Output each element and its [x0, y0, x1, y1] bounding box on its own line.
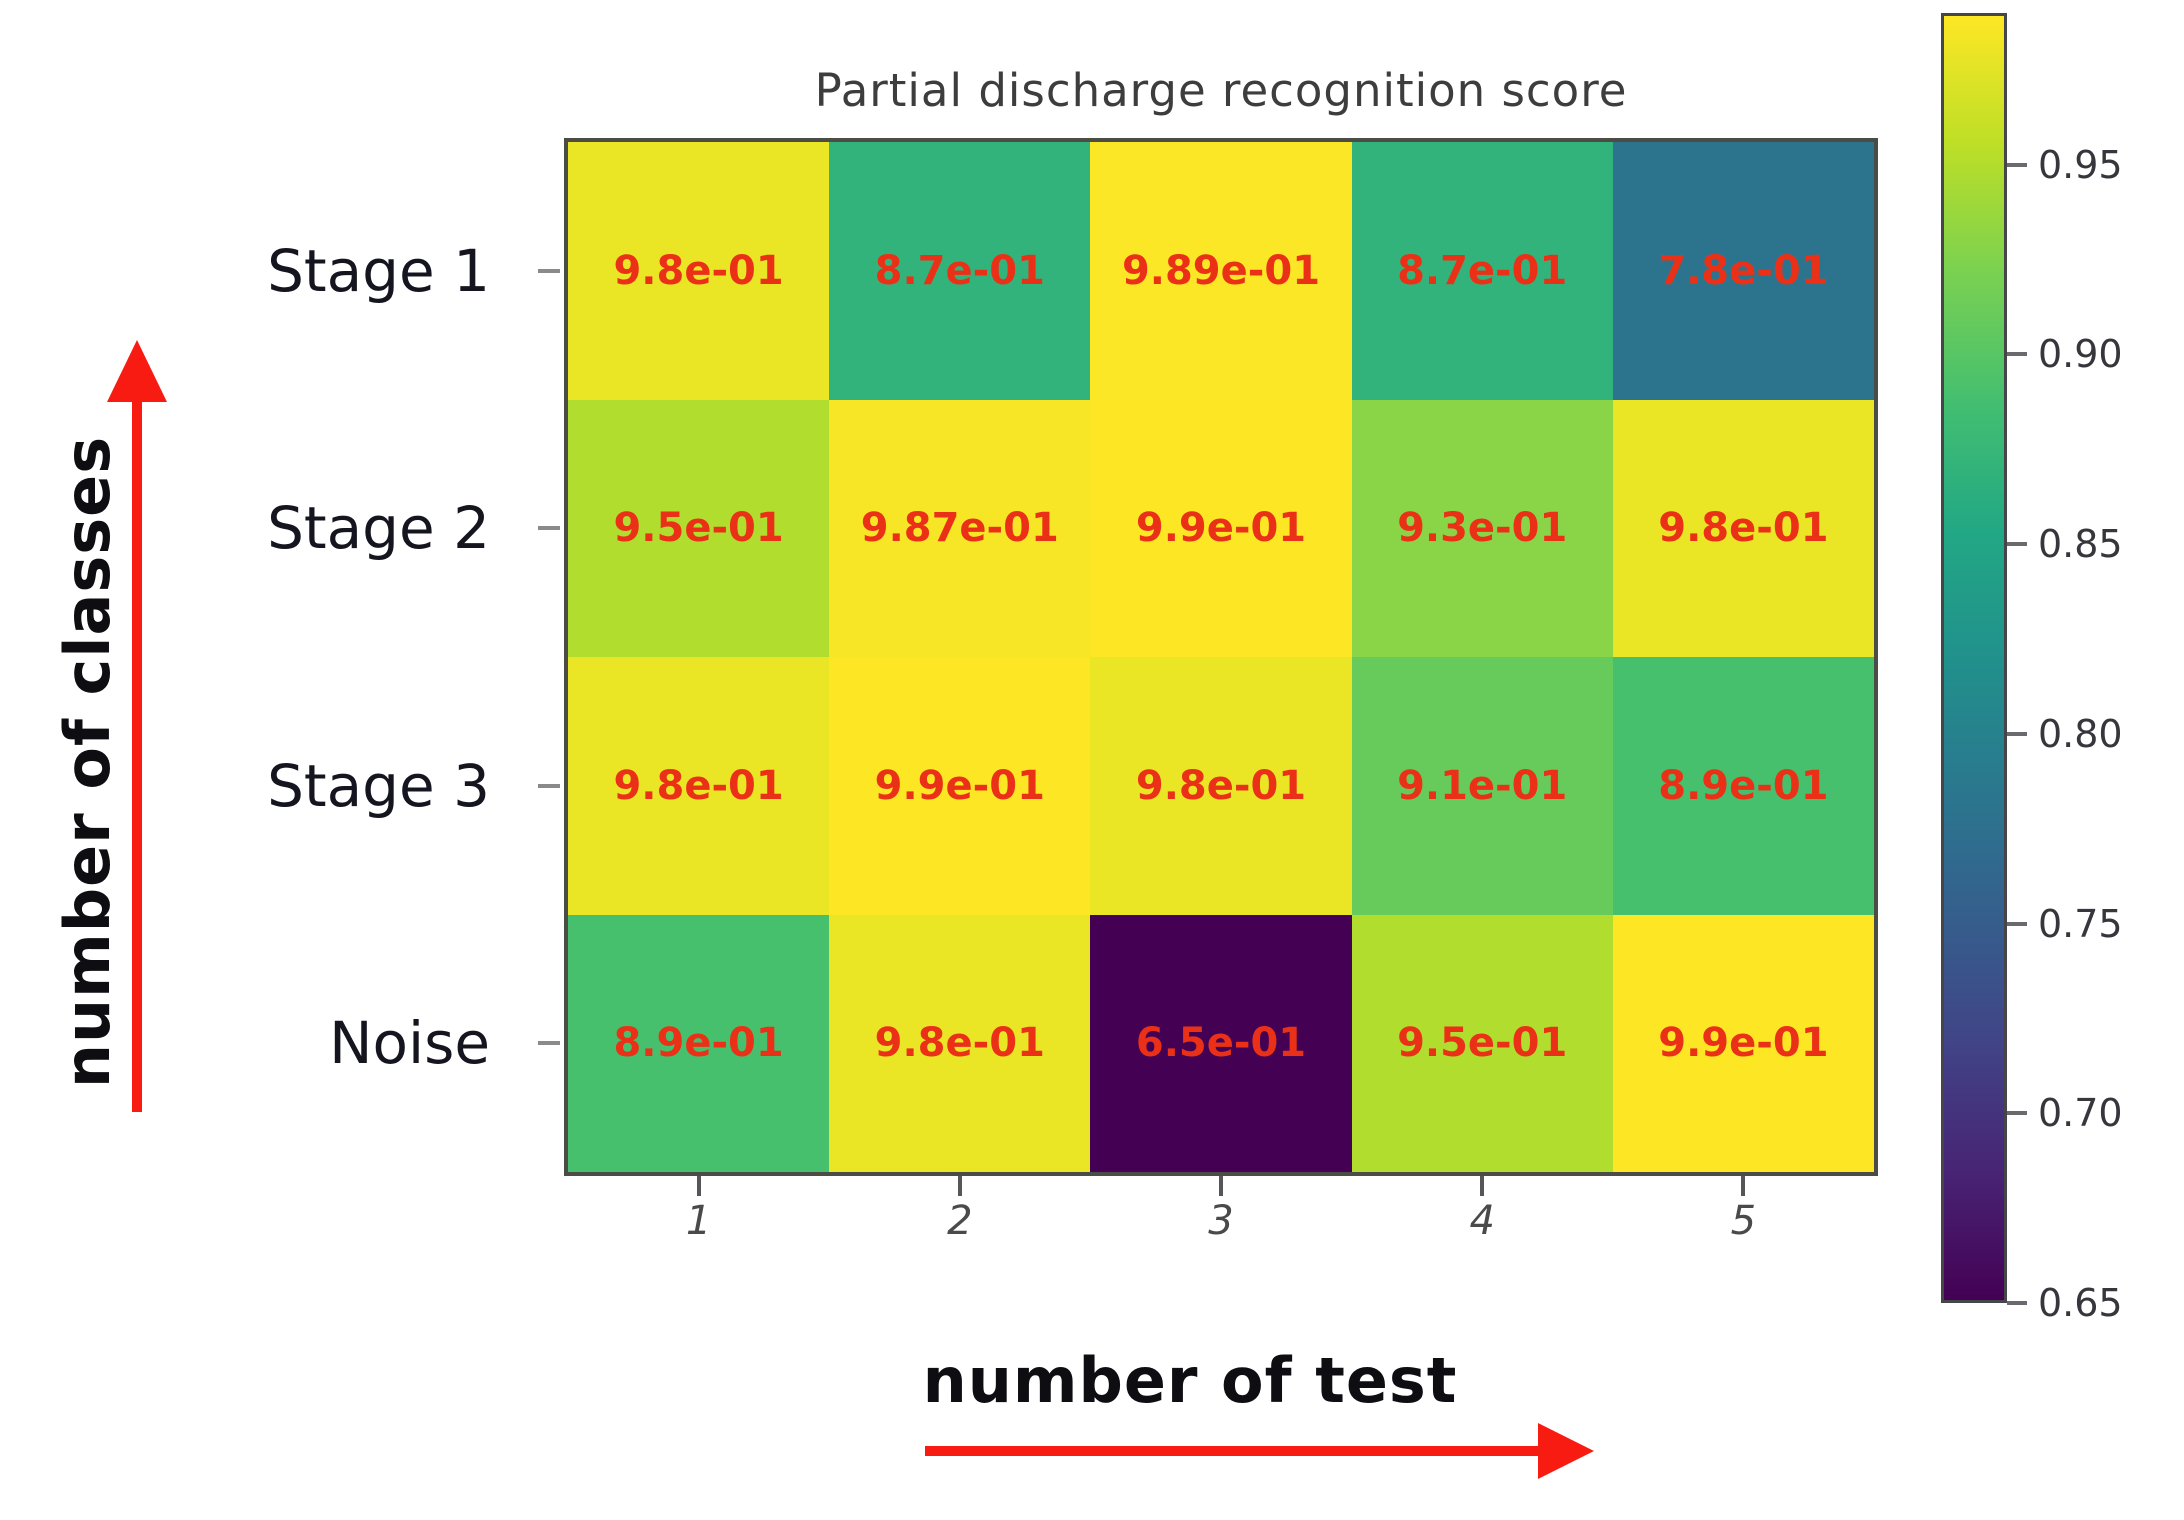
colorbar-tick-label: 0.80 [2038, 711, 2123, 756]
colorbar-tick-mark [2007, 1111, 2027, 1116]
heatmap-cell: 9.8e-01 [829, 914, 1091, 1172]
x-tick-label: 5 [1730, 1198, 1757, 1244]
y-tick-mark [538, 783, 560, 788]
heatmap-cell: 9.9e-01 [829, 657, 1091, 915]
cell-value: 9.5e-01 [1397, 1020, 1568, 1067]
y-tick-label: Stage 1 [267, 236, 490, 305]
heatmap-cell: 8.7e-01 [1351, 142, 1613, 400]
cell-value: 9.9e-01 [874, 762, 1045, 809]
colorbar-tick-label: 0.90 [2038, 332, 2123, 377]
y-tick-mark [538, 268, 560, 273]
heatmap-cell: 9.89e-01 [1090, 142, 1352, 400]
heatmap-cell: 9.8e-01 [1090, 657, 1352, 915]
heatmap-cell: 8.9e-01 [1612, 657, 1874, 915]
heatmap-cell: 9.8e-01 [568, 657, 830, 915]
colorbar-tick-label: 0.65 [2038, 1281, 2123, 1325]
right-arrow-line [925, 1446, 1540, 1456]
heatmap-cell: 9.5e-01 [1351, 914, 1613, 1172]
colorbar-tick-label: 0.70 [2038, 1091, 2123, 1136]
heatmap-cell: 9.5e-01 [568, 399, 830, 657]
right-arrow-head-icon [1538, 1423, 1594, 1479]
cell-value: 9.9e-01 [1658, 1020, 1829, 1067]
x-tick-label: 1 [685, 1198, 712, 1244]
x-tick-label: 4 [1469, 1198, 1495, 1244]
heatmap-cell: 9.1e-01 [1351, 657, 1613, 915]
cell-value: 8.7e-01 [874, 247, 1045, 294]
colorbar-tick-mark [2007, 542, 2027, 547]
cell-value: 9.8e-01 [613, 762, 784, 809]
y-tick-mark [538, 526, 560, 531]
y-axis-title: number of classes [51, 435, 124, 1089]
cell-value: 9.3e-01 [1397, 505, 1568, 552]
cell-value: 9.8e-01 [613, 247, 784, 294]
cell-value: 7.8e-01 [1658, 247, 1829, 294]
heatmap-cell: 9.9e-01 [1612, 914, 1874, 1172]
heatmap-cell: 9.8e-01 [568, 142, 830, 400]
y-tick-label: Noise [329, 1009, 490, 1078]
x-tick-label: 2 [947, 1198, 973, 1244]
cell-value: 8.9e-01 [613, 1020, 784, 1067]
heatmap-cell: 7.8e-01 [1612, 142, 1874, 400]
cell-value: 9.8e-01 [1135, 762, 1307, 809]
chart-title: Partial discharge recognition score [814, 64, 1628, 117]
heatmap-grid: 9.8e-01 8.7e-01 9.89e-01 8.7e-01 7.8e-01 9.5e… [564, 138, 1878, 1176]
y-tick-label: Stage 3 [267, 751, 490, 820]
cell-value: 9.89e-01 [1121, 247, 1321, 294]
colorbar-tick-mark [2007, 921, 2027, 926]
colorbar-tick-mark [2007, 1301, 2027, 1305]
colorbar-tick-label: 0.85 [2038, 522, 2123, 567]
heatmap-cell: 8.9e-01 [568, 914, 830, 1172]
x-tick-label: 3 [1208, 1198, 1234, 1244]
colorbar-tick-mark [2007, 731, 2027, 736]
cell-value: 9.1e-01 [1397, 762, 1568, 809]
colorbar-tick-mark [2007, 352, 2027, 357]
cell-value: 9.8e-01 [1658, 505, 1829, 552]
y-tick-mark [538, 1041, 560, 1046]
cell-value: 9.5e-01 [613, 505, 784, 552]
heatmap-cell: 8.7e-01 [829, 142, 1091, 400]
y-tick-label: Stage 2 [267, 494, 490, 563]
x-tick-mark [1480, 1176, 1485, 1196]
cell-value: 8.7e-01 [1397, 247, 1568, 294]
heatmap-cell: 9.8e-01 [1612, 399, 1874, 657]
colorbar-tick-label: 0.75 [2038, 901, 2123, 946]
colorbar [1941, 13, 2007, 1303]
x-axis-title: number of test [922, 1344, 1458, 1417]
heatmap-cell: 6.5e-01 [1090, 914, 1352, 1172]
cell-value: 9.9e-01 [1135, 505, 1307, 552]
x-tick-mark [696, 1176, 701, 1196]
heatmap-cell: 9.3e-01 [1351, 399, 1613, 657]
heatmap-cell: 9.87e-01 [829, 399, 1091, 657]
heatmap-cell: 9.9e-01 [1090, 399, 1352, 657]
x-tick-mark [957, 1176, 962, 1196]
x-tick-mark [1741, 1176, 1746, 1196]
colorbar-tick-mark [2007, 162, 2027, 167]
cell-value: 8.9e-01 [1658, 762, 1829, 809]
x-tick-mark [1219, 1176, 1223, 1196]
cell-value: 9.8e-01 [874, 1020, 1045, 1067]
cell-value: 6.5e-01 [1135, 1020, 1307, 1067]
up-arrow-line [132, 400, 142, 1112]
cell-value: 9.87e-01 [860, 505, 1059, 552]
up-arrow-head-icon [107, 340, 167, 402]
colorbar-tick-label: 0.95 [2038, 142, 2123, 187]
